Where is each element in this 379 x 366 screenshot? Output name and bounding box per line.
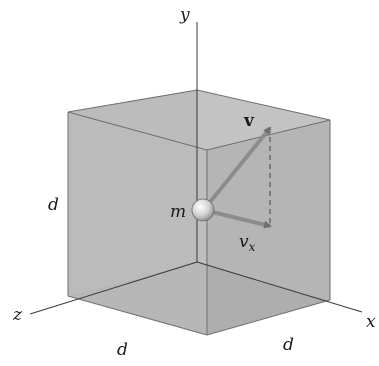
- edge-label-front: d: [117, 340, 128, 360]
- cube-front-face: [68, 112, 207, 335]
- y-axis-label: y: [179, 5, 190, 25]
- edge-label-left: d: [48, 195, 59, 215]
- velocity-label: v: [243, 111, 255, 131]
- coordinate-axes: [29, 22, 363, 315]
- velocity-x-component-arrow: [211, 210, 272, 229]
- edge-label-right: d: [283, 335, 294, 355]
- velocity-x-label-subscript: x: [249, 240, 256, 254]
- velocity-x-label: vx: [239, 232, 256, 254]
- velocity-x-label-base: v: [239, 232, 249, 252]
- z-axis-label: z: [12, 305, 23, 325]
- x-axis: [196, 261, 363, 313]
- x-axis-label: x: [366, 312, 376, 332]
- velocity-vector-arrow: [204, 126, 272, 209]
- particle-mass: [191, 198, 215, 222]
- particle-label: m: [170, 202, 186, 222]
- z-axis: [29, 261, 198, 315]
- cube-edges: [67, 89, 331, 336]
